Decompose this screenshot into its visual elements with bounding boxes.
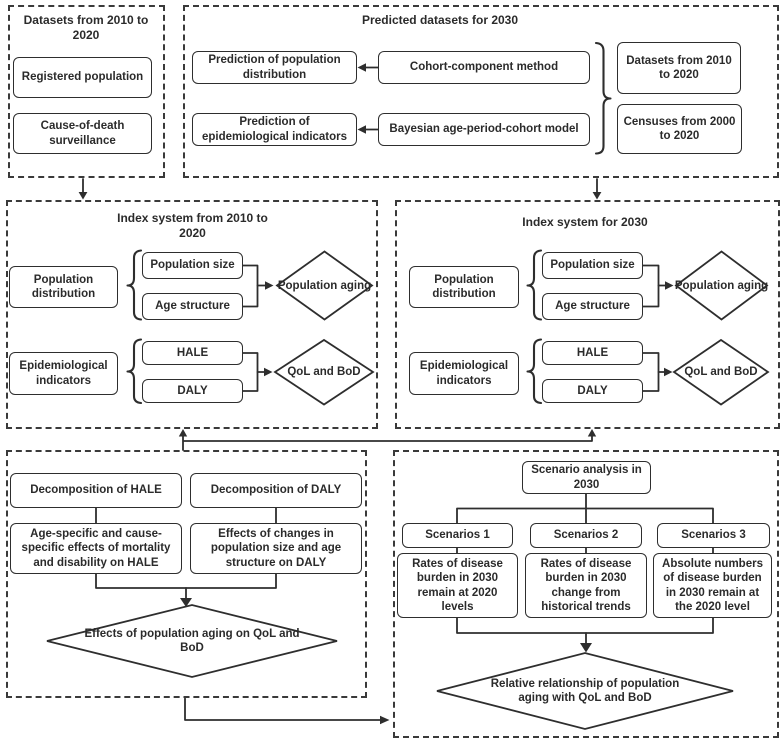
arrowhead-cohort-to-pred	[357, 63, 366, 72]
box-scenarios-3: Scenarios 3	[657, 523, 770, 548]
box-scenario-2-description: Rates of disease burden in 2030 change f…	[525, 553, 647, 618]
panel-datasets-2010-2020	[8, 5, 165, 178]
arrowhead-datasets-to-index-left	[78, 192, 88, 200]
panel-scenario-analysis	[393, 450, 779, 738]
merge-popsize-agestructure-right	[642, 264, 660, 308]
diamond-qol-bod-left	[273, 338, 375, 406]
box-scenario-3-description: Absolute numbers of disease burden in 20…	[653, 553, 772, 618]
title-predicted-datasets-2030: Predicted datasets for 2030	[361, 13, 519, 27]
box-age-structure-left: Age structure	[142, 293, 243, 320]
merge-hale-daly-right	[642, 352, 660, 392]
merge-effects-lines	[95, 573, 277, 589]
brace-epi-left	[126, 338, 143, 405]
box-effects-on-hale: Age-specific and cause-specific effects …	[10, 523, 182, 574]
diamond-population-aging-right	[674, 250, 769, 321]
line-decomposition-to-scenario	[184, 697, 381, 721]
title-index-system-right: Index system for 2030	[522, 215, 648, 229]
box-decomposition-daly: Decomposition of DALY	[190, 473, 362, 508]
box-epidemiological-indicators-right: Epidemiological indicators	[409, 352, 519, 395]
arrowhead-bayesian-to-pred	[357, 125, 366, 134]
diamond-effects-population-aging	[46, 604, 338, 678]
merge-popsize-agestructure-left	[242, 264, 259, 308]
box-decomposition-hale: Decomposition of HALE	[10, 473, 182, 508]
box-hale-left: HALE	[142, 341, 243, 365]
panel-predicted-datasets-2030	[183, 5, 779, 178]
box-population-distribution-right: Population distribution	[409, 266, 519, 308]
panel-decomposition	[6, 450, 367, 698]
box-scenario-analysis-2030: Scenario analysis in 2030	[522, 461, 651, 494]
title-index-system-left: Index system from 2010 to 2020	[117, 211, 268, 240]
box-population-distribution-left: Population distribution	[9, 266, 118, 308]
merge-hale-daly-left	[242, 352, 259, 392]
box-prediction-epidemiological-indicators: Prediction of epidemiological indicators	[192, 113, 357, 146]
diamond-qol-bod-right	[672, 338, 770, 406]
box-age-structure-right: Age structure	[542, 293, 643, 320]
box-scenarios-2: Scenarios 2	[530, 523, 642, 548]
panel-index-system-left	[6, 200, 378, 429]
box-cause-of-death-surveillance: Cause-of-death surveillance	[13, 113, 152, 154]
arrowhead-to-qol-left	[264, 367, 273, 377]
box-datasets-2010-2020: Datasets from 2010 to 2020	[617, 42, 741, 94]
box-cohort-component-method: Cohort-component method	[378, 51, 590, 84]
box-scenarios-1: Scenarios 1	[402, 523, 513, 548]
box-registered-population: Registered population	[13, 57, 152, 98]
arrowhead-to-popaging-left	[265, 281, 274, 290]
box-hale-right: HALE	[542, 341, 643, 365]
brace-datasets-to-methods	[594, 41, 612, 155]
box-daly-left: DALY	[142, 379, 243, 403]
arrowhead-to-qol-right	[664, 367, 673, 377]
brace-epi-right	[526, 338, 543, 405]
brace-popdist-right	[526, 249, 543, 321]
box-population-size-left: Population size	[142, 252, 243, 279]
box-censuses-2000-2020: Censuses from 2000 to 2020	[617, 104, 742, 154]
distribution-to-scenarios	[456, 507, 714, 524]
panel-index-system-right	[395, 200, 780, 429]
box-scenario-1-description: Rates of disease burden in 2030 remain a…	[397, 553, 518, 618]
arrowhead-to-relative-diamond	[580, 643, 592, 653]
arrowhead-up-index-left	[178, 429, 188, 437]
box-population-size-right: Population size	[542, 252, 643, 279]
brace-popdist-left	[126, 249, 143, 321]
box-daly-right: DALY	[542, 379, 643, 403]
box-prediction-population-distribution: Prediction of population distribution	[192, 51, 357, 84]
box-effects-on-daly: Effects of changes in population size an…	[190, 523, 362, 574]
merge-scenario-lines	[456, 617, 714, 634]
box-epidemiological-indicators-left: Epidemiological indicators	[9, 352, 118, 395]
diamond-population-aging-left	[275, 250, 374, 321]
arrowhead-to-scenario-panel	[380, 715, 390, 725]
box-bayesian-apc-model: Bayesian age-period-cohort model	[378, 113, 590, 146]
arrowhead-to-effects-diamond	[180, 598, 192, 607]
arrowhead-predicted-to-index-right	[592, 192, 602, 200]
line-decomposition-to-index-systems	[182, 435, 593, 451]
diamond-relative-relationship	[436, 652, 734, 730]
title-datasets-2010-2020: Datasets from 2010 to 2020	[23, 13, 149, 42]
arrowhead-up-index-right	[587, 429, 597, 437]
arrowhead-to-popaging-right	[665, 281, 674, 290]
